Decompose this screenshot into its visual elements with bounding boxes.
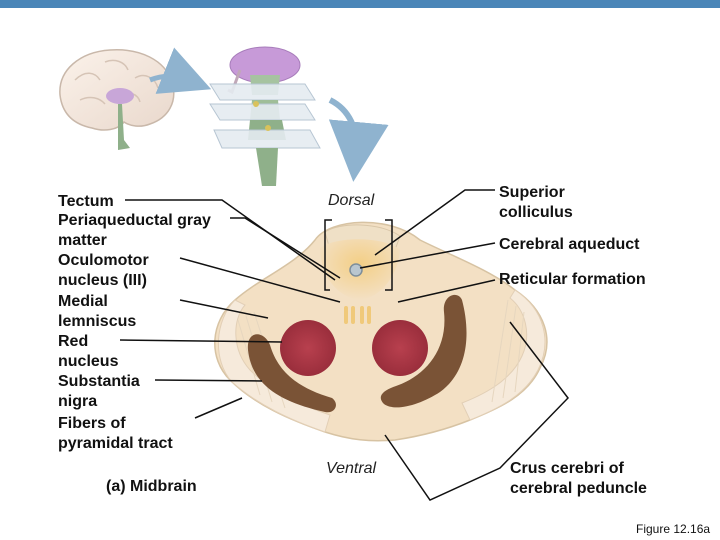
label-superior-colliculus: Superior colliculus xyxy=(499,184,573,221)
label-substantia-nigra: Substantia nigra xyxy=(58,373,140,410)
label-red-nucleus: Red nucleus xyxy=(58,333,119,370)
brainstem-sections-icon xyxy=(209,46,389,186)
label-reticular-formation: Reticular formation xyxy=(499,271,646,288)
figure-number: Figure 12.16a xyxy=(636,522,711,536)
leader-lines xyxy=(119,189,569,501)
red-nucleus-right xyxy=(372,320,428,376)
top-accent-bar xyxy=(0,0,720,8)
substantia-nigra-left xyxy=(247,334,336,413)
midbrain-cross-section xyxy=(214,221,548,442)
oculomotor-nucleus xyxy=(344,306,371,324)
label-cerebral-aqueduct: Cerebral aqueduct xyxy=(499,236,640,253)
substantia-nigra-right xyxy=(380,294,467,408)
label-oculomotor-nucleus: Oculomotor nucleus (III) xyxy=(58,252,149,289)
label-crus-cerebri: Crus cerebri of cerebral peduncle xyxy=(510,460,647,497)
crus-left xyxy=(218,299,331,433)
red-nucleus-left xyxy=(280,320,336,376)
label-dorsal: Dorsal xyxy=(328,192,375,209)
label-periaqueductal-gray: Periaqueductal gray matter xyxy=(58,212,211,249)
label-tectum: Tectum xyxy=(58,193,114,210)
label-ventral: Ventral xyxy=(326,460,377,477)
cerebral-aqueduct xyxy=(349,263,363,277)
label-medial-lemniscus: Medial lemniscus xyxy=(58,293,137,330)
figure-caption: (a) Midbrain xyxy=(106,478,197,495)
label-pyramidal-tract: Fibers of pyramidal tract xyxy=(58,415,173,452)
crus-right xyxy=(461,289,546,421)
brain-orientation-icon xyxy=(59,47,212,150)
